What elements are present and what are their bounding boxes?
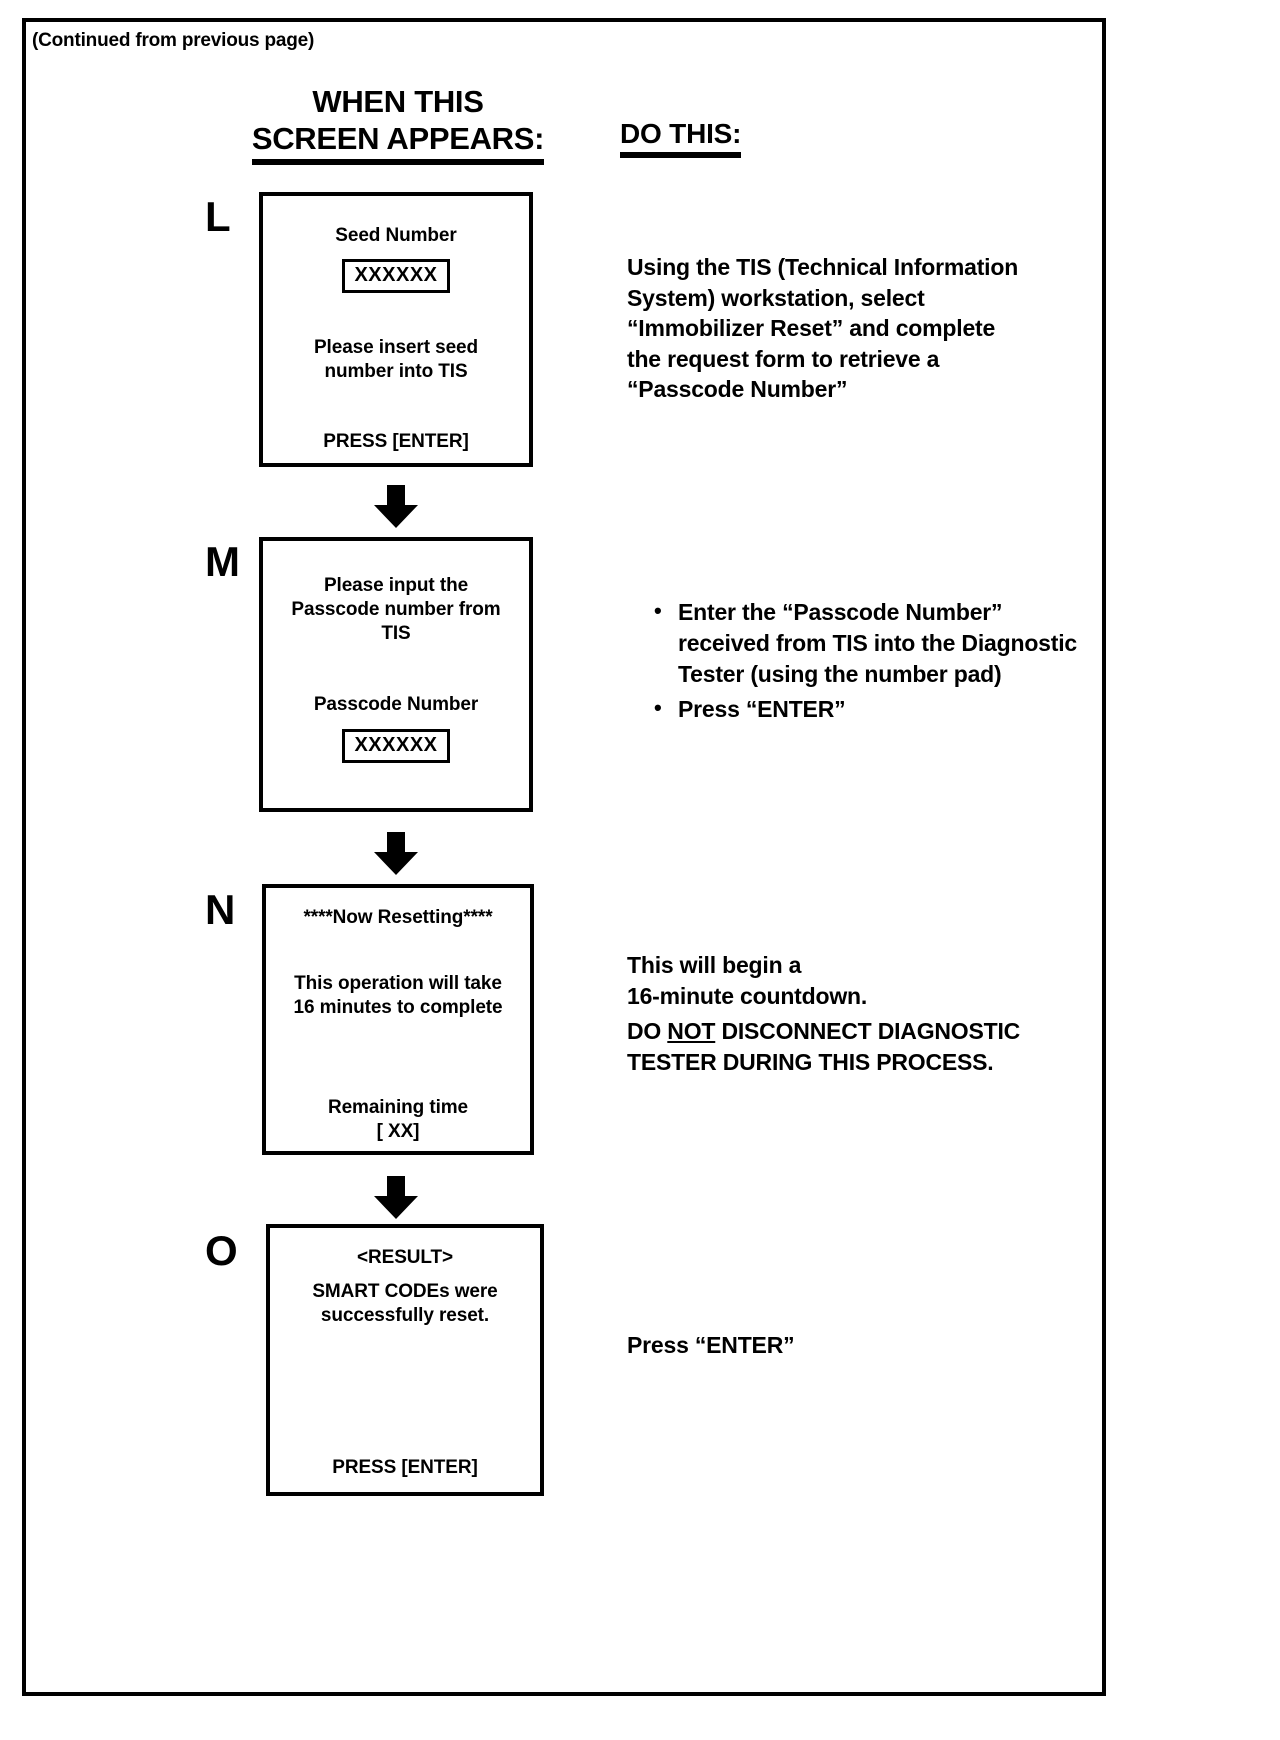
instruction-step-l: Using the TIS (Technical Information Sys…	[627, 252, 1097, 405]
warning-n-post: DISCONNECT DIAGNOSTIC	[715, 1018, 1021, 1044]
tester-screen-o: <RESULT> SMART CODEs were successfully r…	[266, 1224, 544, 1496]
column-heading-do-this: DO THIS:	[620, 118, 950, 158]
instruction-l-line-1: Using the TIS (Technical Information	[627, 254, 1019, 280]
down-arrow-icon	[373, 832, 419, 876]
screen-l-message-line-2: number into TIS	[324, 361, 468, 382]
warning-n-line-2: TESTER DURING THIS PROCESS.	[627, 1048, 994, 1075]
screen-n-footer-line-1: Remaining time	[327, 1097, 469, 1118]
tester-screen-l: Seed Number XXXXXX Please insert seed nu…	[259, 192, 533, 467]
step-letter-n: N	[205, 886, 236, 933]
screen-m-message-line-1: Please input the	[323, 575, 469, 596]
screen-l-title: Seed Number	[335, 225, 457, 246]
instruction-m-bullet-1: Enter the “Passcode Number” received fro…	[654, 596, 1098, 690]
instruction-n-line-2: 16-minute countdown.	[627, 982, 868, 1009]
instruction-l-line-4: the request form to retrieve a	[627, 345, 940, 372]
screen-m-message-line-3: TIS	[381, 623, 411, 644]
instruction-o-line-1: Press “ENTER”	[627, 1332, 795, 1358]
tester-screen-n: ****Now Resetting**** This operation wil…	[262, 884, 534, 1155]
tester-screen-m: Please input the Passcode number from TI…	[259, 537, 533, 812]
down-arrow-icon	[373, 485, 419, 529]
page-border	[22, 18, 1106, 1696]
step-letter-m: M	[205, 538, 240, 585]
instruction-l-line-5: “Passcode Number”	[627, 376, 848, 403]
instruction-step-m: Enter the “Passcode Number” received fro…	[652, 596, 1098, 729]
continued-from-previous-page-note: (Continued from previous page)	[32, 30, 315, 51]
screen-n-message-line-2: 16 minutes to complete	[293, 997, 503, 1018]
instruction-n-line-1: This will begin a	[627, 952, 802, 978]
passcode-number-field[interactable]: XXXXXX	[342, 729, 450, 763]
screen-m-message-line-2: Passcode number from	[291, 599, 501, 620]
warning-n-not-emphasis: NOT	[667, 1018, 716, 1044]
screen-m-field-row: XXXXXX	[263, 729, 529, 763]
instruction-m-bullet-2: Press “ENTER”	[654, 693, 1098, 725]
screen-l-footer: PRESS [ENTER]	[323, 431, 469, 452]
screen-l-message-line-1: Please insert seed	[313, 337, 479, 358]
instruction-l-line-3: “Immobilizer Reset” and complete	[627, 315, 996, 342]
screen-m-title: Passcode Number	[313, 694, 479, 715]
heading-left-line-1: WHEN THIS	[312, 84, 484, 119]
screen-n-title: ****Now Resetting****	[303, 907, 493, 928]
warning-n-line-1: DO NOT DISCONNECT DIAGNOSTIC	[627, 1016, 1097, 1047]
down-arrow-icon	[373, 1176, 419, 1220]
screen-o-message-line-1: SMART CODEs were	[312, 1281, 498, 1302]
screen-o-message-line-2: successfully reset.	[320, 1305, 490, 1326]
screen-n-footer-line-2: [ XX]	[376, 1121, 420, 1142]
seed-number-field[interactable]: XXXXXX	[342, 259, 450, 293]
warning-n-pre: DO	[627, 1018, 668, 1044]
heading-right-label: DO THIS:	[620, 118, 741, 158]
instruction-step-o: Press “ENTER”	[627, 1330, 1097, 1361]
screen-n-message-line-1: This operation will take	[294, 973, 502, 994]
warning-step-n: DO NOT DISCONNECT DIAGNOSTIC TESTER DURI…	[627, 1016, 1097, 1077]
heading-left-line-2: SCREEN APPEARS:	[251, 121, 544, 166]
instruction-l-line-2: System) workstation, select	[627, 284, 925, 311]
screen-l-field-row: XXXXXX	[263, 259, 529, 293]
step-letter-l: L	[205, 193, 231, 240]
instruction-step-n: This will begin a 16-minute countdown.	[627, 950, 1097, 1011]
column-heading-when-this-screen-appears: WHEN THIS SCREEN APPEARS:	[188, 84, 608, 166]
step-letter-o: O	[205, 1227, 238, 1274]
screen-o-title: <RESULT>	[357, 1247, 453, 1268]
screen-o-footer: PRESS [ENTER]	[332, 1457, 478, 1478]
